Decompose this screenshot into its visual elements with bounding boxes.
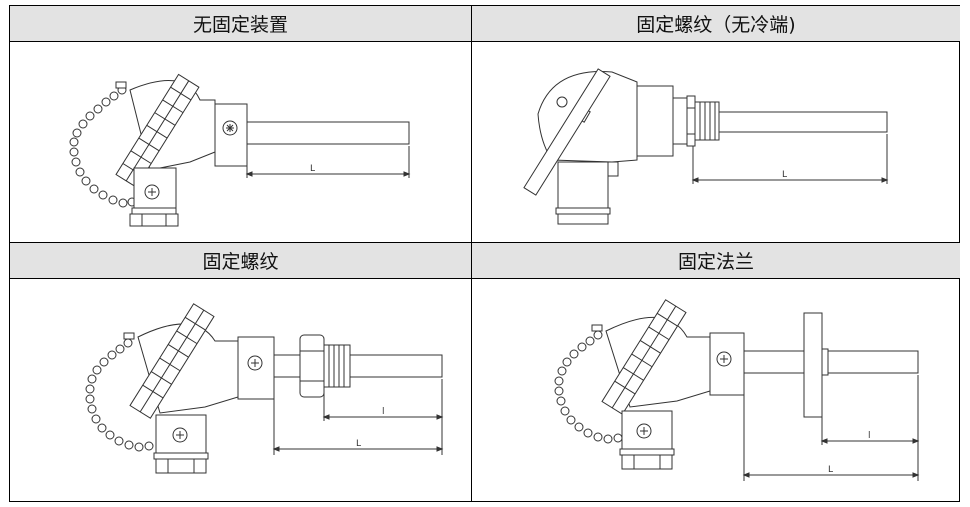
dimension-label-l: l bbox=[382, 407, 385, 417]
chain-beads bbox=[85, 338, 154, 452]
sheath-tube bbox=[718, 111, 888, 133]
thermocouple-thread-no-cold-end-diagram: L bbox=[523, 68, 889, 225]
panel-1-drawing: L bbox=[10, 42, 471, 242]
gland-screw-icon bbox=[144, 184, 160, 200]
head-cover bbox=[523, 68, 611, 196]
panel-3-title-text: 固定螺纹 bbox=[202, 251, 279, 273]
housing-bolt-icon bbox=[556, 96, 568, 108]
grid-horizontal-divider bbox=[10, 242, 959, 243]
gland-screw-icon bbox=[636, 423, 652, 439]
dimension-label-L: L bbox=[828, 465, 833, 475]
threaded-fitting bbox=[323, 344, 351, 388]
thermocouple-fixed-flange-diagram: l L bbox=[554, 299, 920, 481]
gland-nut bbox=[129, 213, 179, 227]
dimension-label-L: L bbox=[782, 170, 787, 180]
panel-4-title-text: 固定法兰 bbox=[677, 251, 754, 273]
thermocouple-no-fixture-diagram: L bbox=[69, 73, 411, 227]
panel-1-title: 无固定装置 bbox=[10, 6, 471, 42]
panel-4-drawing: l L bbox=[472, 279, 960, 503]
panel-2-drawing: L bbox=[472, 42, 960, 242]
chain-beads bbox=[554, 330, 623, 444]
panel-1-title-text: 无固定装置 bbox=[192, 14, 288, 36]
flange bbox=[803, 312, 823, 418]
sheath-tube bbox=[246, 121, 410, 145]
panel-3-drawing: l L bbox=[10, 279, 471, 503]
gland-nut bbox=[621, 454, 673, 470]
cap-knob bbox=[115, 81, 127, 89]
dimension-label-l: l bbox=[868, 431, 871, 441]
sheath-tube bbox=[827, 350, 919, 374]
hex-nut bbox=[299, 334, 325, 398]
neck-block bbox=[237, 336, 275, 400]
chain-beads bbox=[69, 85, 137, 208]
cable-gland-box bbox=[621, 410, 673, 450]
neck-block bbox=[636, 85, 674, 157]
gland-screw-icon bbox=[172, 427, 188, 443]
screw-icon bbox=[247, 355, 263, 371]
neck-block bbox=[709, 332, 745, 396]
cable-gland-box bbox=[155, 414, 207, 454]
head-cover bbox=[115, 73, 200, 188]
grid-vertical-divider bbox=[471, 6, 472, 501]
panel-2-title: 固定螺纹（无冷端) bbox=[472, 6, 960, 42]
dimension-label-L: L bbox=[356, 439, 361, 449]
thermocouple-fixed-thread-diagram: l L bbox=[85, 303, 444, 474]
hex-nut bbox=[686, 95, 696, 147]
gland-nut bbox=[557, 213, 609, 225]
cap-knob bbox=[123, 332, 135, 340]
cable-gland-box bbox=[133, 167, 177, 209]
sheath-tube bbox=[349, 354, 443, 378]
head-cover bbox=[601, 299, 687, 415]
cap-knob bbox=[591, 324, 603, 332]
gland-nut bbox=[155, 458, 207, 474]
screw-icon bbox=[222, 120, 238, 136]
panel-4-title: 固定法兰 bbox=[472, 243, 960, 279]
head-cover bbox=[129, 303, 215, 419]
diagram-grid: 无固定装置 固定螺纹（无冷端) 固定螺纹 固定法兰 bbox=[9, 5, 960, 502]
dimension-label-L: L bbox=[310, 164, 315, 174]
panel-2-title-text: 固定螺纹（无冷端) bbox=[636, 14, 796, 36]
screw-icon bbox=[716, 351, 732, 367]
panel-3-title: 固定螺纹 bbox=[10, 243, 471, 279]
cable-gland-box bbox=[557, 161, 609, 209]
